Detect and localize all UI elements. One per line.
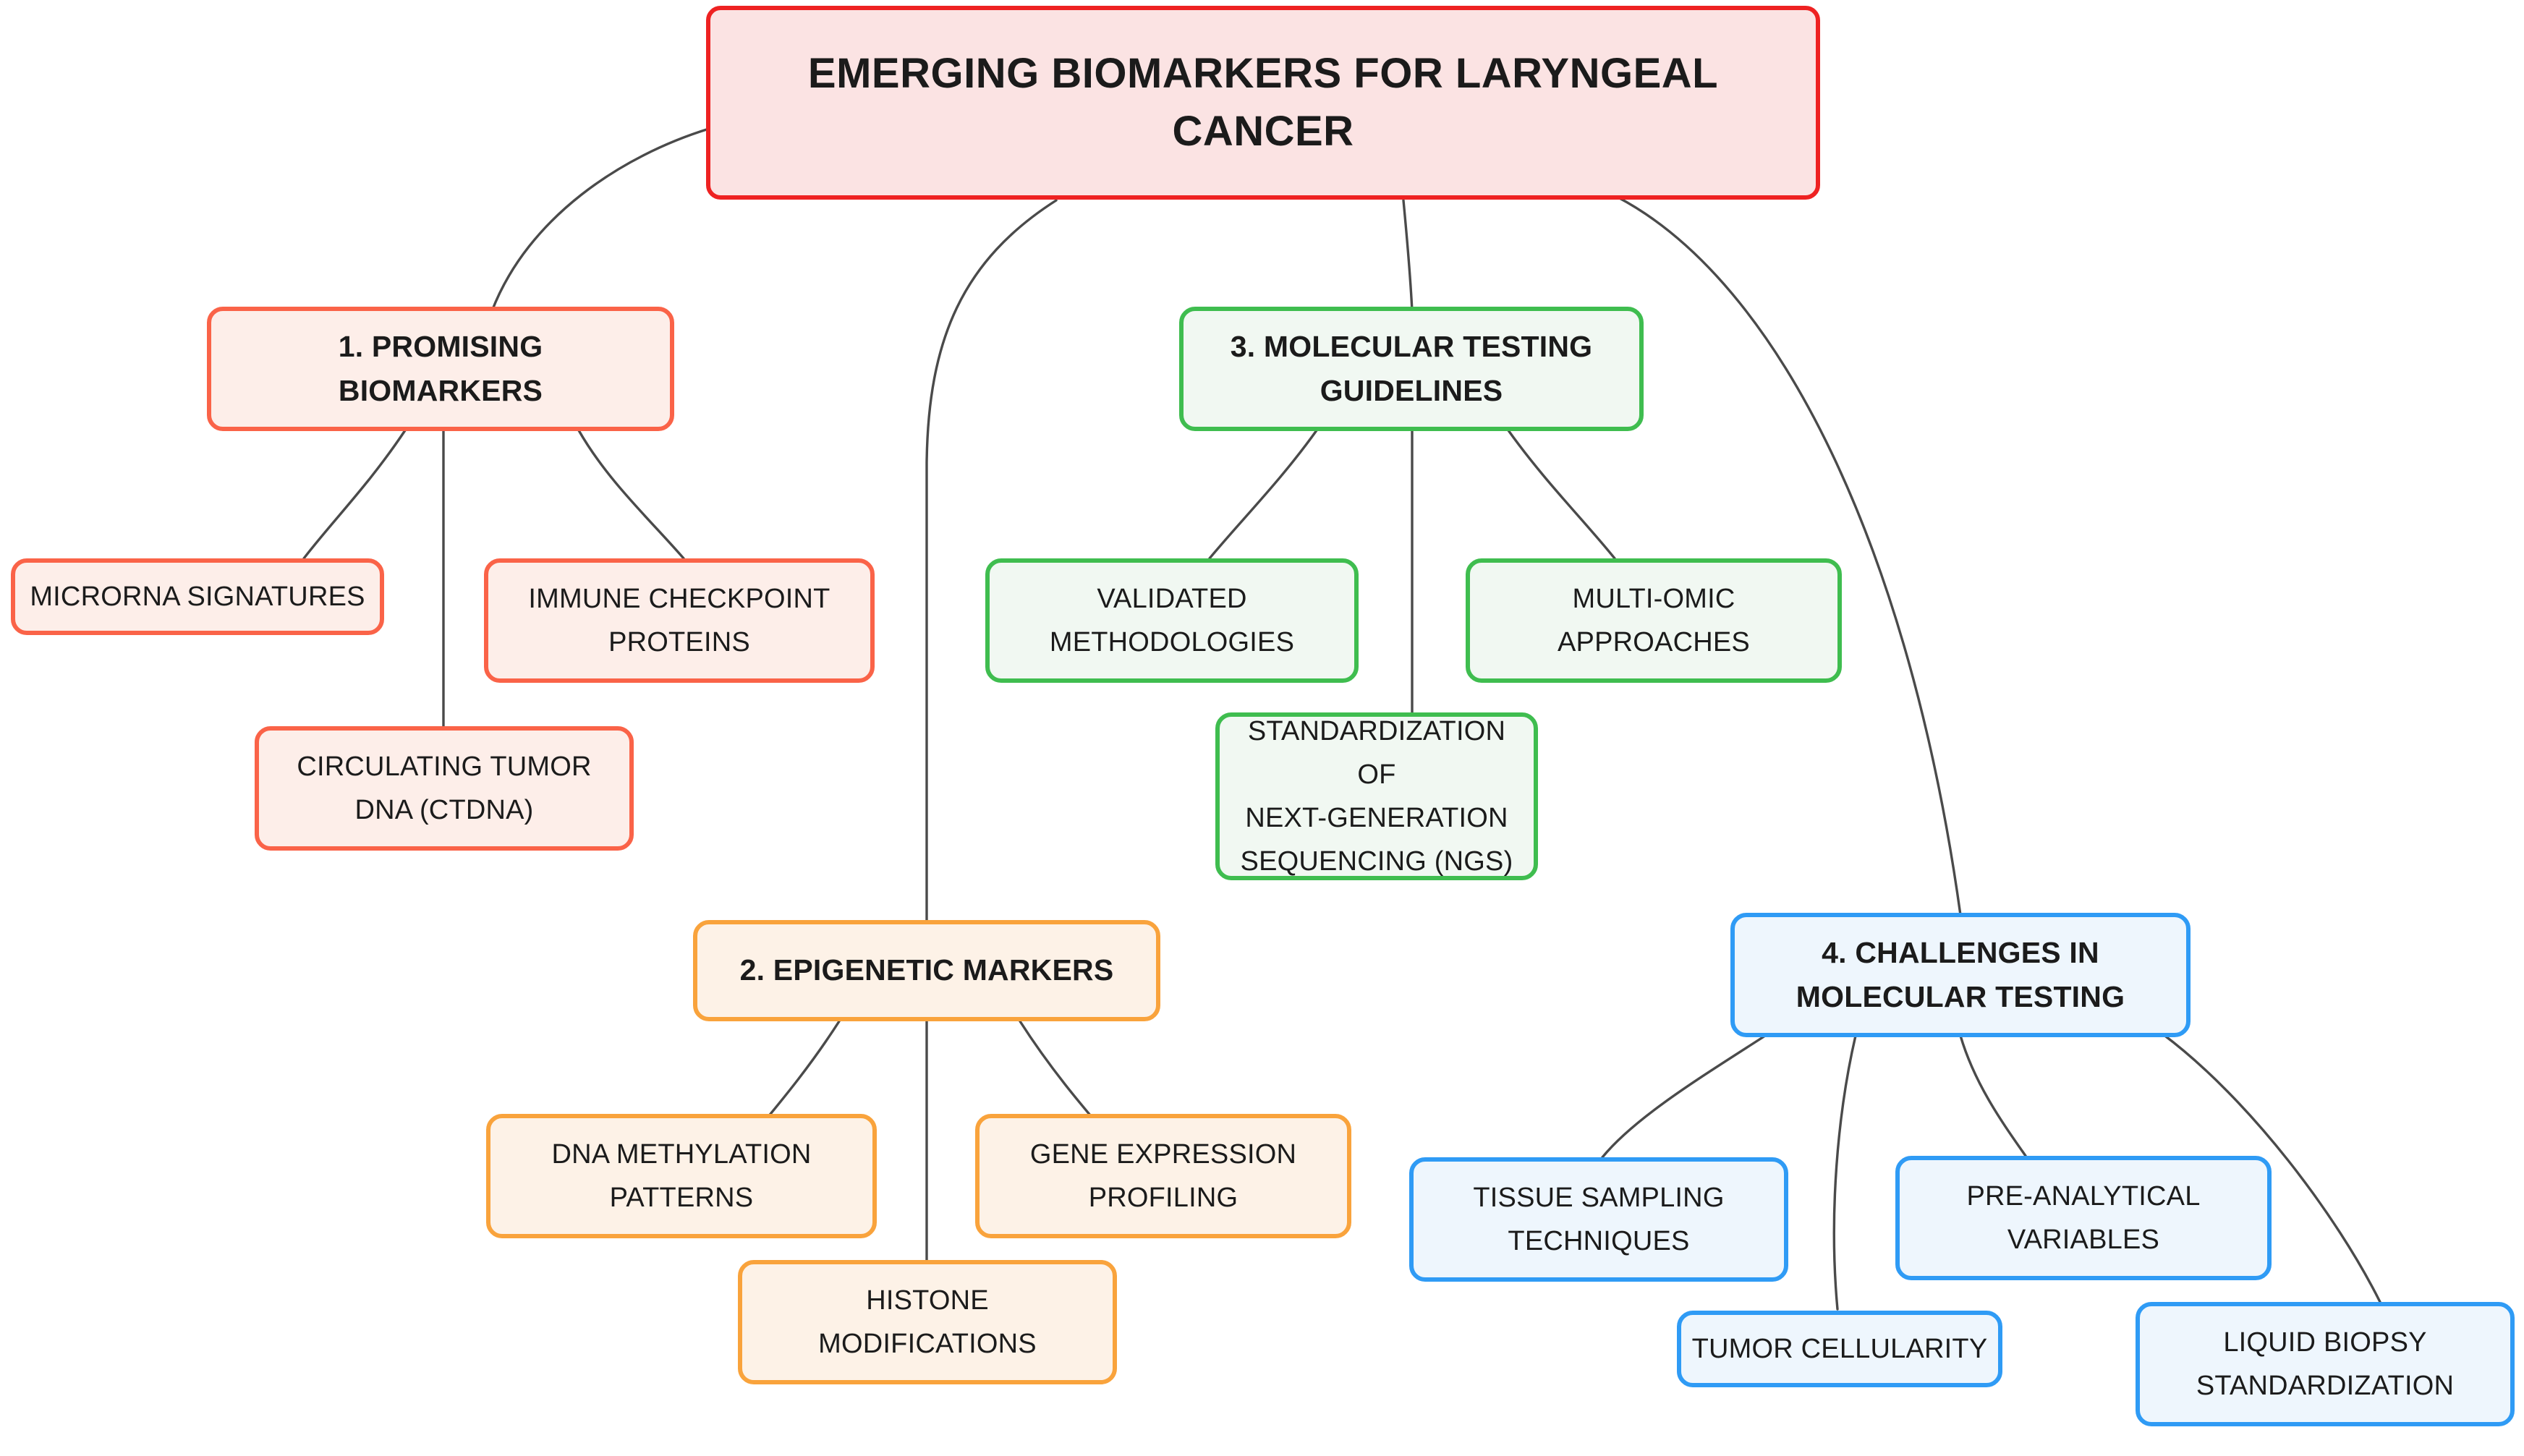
leaf-node-microrna-signatures-label: MICRORNA SIGNATURES	[30, 581, 365, 612]
leaf-node-dna-methylation-patterns[interactable]: DNA METHYLATION PATTERNS	[486, 1114, 877, 1238]
leaf-node-histone-modifications[interactable]: HISTONE MODIFICATIONS	[738, 1260, 1117, 1384]
leaf-node-liquid-biopsy-standardization-label: LIQUID BIOPSY STANDARDIZATION	[2196, 1327, 2455, 1401]
leaf-node-tumor-cellularity[interactable]: TUMOR CELLULARITY	[1677, 1311, 2002, 1387]
edge-branch3-to-multiomic	[1507, 429, 1616, 560]
branch-node-epigenetic-markers-label: 2. EPIGENETIC MARKERS	[739, 953, 1114, 987]
edge-root-to-branch1	[490, 127, 710, 312]
leaf-node-histone-modifications-label: HISTONE MODIFICATIONS	[818, 1285, 1037, 1359]
edge-root-to-branch4	[1615, 195, 1962, 916]
leaf-node-circulating-tumor-dna-label: CIRCULATING TUMOR DNA (CTDNA)	[297, 751, 592, 825]
leaf-node-standardization-ngs[interactable]: STANDARDIZATION OF NEXT-GENERATION SEQUE…	[1215, 712, 1538, 880]
edge-branch4-to-tumor-cellularity	[1832, 1034, 1857, 1311]
edge-branch4-to-tissue-sampling	[1601, 1034, 1767, 1159]
leaf-node-circulating-tumor-dna[interactable]: CIRCULATING TUMOR DNA (CTDNA)	[255, 726, 634, 851]
root-node[interactable]: EMERGING BIOMARKERS FOR LARYNGEAL CANCER	[706, 6, 1820, 200]
leaf-node-validated-methodologies[interactable]: VALIDATED METHODOLOGIES	[985, 558, 1359, 683]
leaf-node-multi-omic-approaches-label: MULTI-OMIC APPROACHES	[1558, 583, 1750, 657]
edge-branch4-to-pre-analytical	[1959, 1034, 2027, 1157]
leaf-node-immune-checkpoint-proteins[interactable]: IMMUNE CHECKPOINT PROTEINS	[484, 558, 875, 683]
leaf-node-gene-expression-profiling[interactable]: GENE EXPRESSION PROFILING	[975, 1114, 1351, 1238]
leaf-node-multi-omic-approaches[interactable]: MULTI-OMIC APPROACHES	[1466, 558, 1842, 683]
branch-node-promising-biomarkers-label: 1. PROMISING BIOMARKERS	[338, 329, 543, 408]
branch-node-molecular-testing-guidelines-label: 3. MOLECULAR TESTING GUIDELINES	[1230, 329, 1593, 408]
leaf-node-microrna-signatures[interactable]: MICRORNA SIGNATURES	[11, 558, 384, 635]
edge-branch3-to-validated	[1208, 429, 1318, 560]
leaf-node-pre-analytical-variables[interactable]: PRE-ANALYTICAL VARIABLES	[1895, 1156, 2272, 1280]
leaf-node-pre-analytical-variables-label: PRE-ANALYTICAL VARIABLES	[1966, 1180, 2201, 1255]
leaf-node-liquid-biopsy-standardization[interactable]: LIQUID BIOPSY STANDARDIZATION	[2136, 1302, 2515, 1426]
leaf-node-standardization-ngs-label: STANDARDIZATION OF NEXT-GENERATION SEQUE…	[1240, 715, 1513, 877]
edge-branch1-to-microrna	[302, 429, 407, 560]
branch-node-epigenetic-markers[interactable]: 2. EPIGENETIC MARKERS	[693, 920, 1160, 1021]
leaf-node-tissue-sampling-techniques[interactable]: TISSUE SAMPLING TECHNIQUES	[1409, 1157, 1788, 1282]
root-node-label: EMERGING BIOMARKERS FOR LARYNGEAL CANCER	[807, 49, 1719, 155]
leaf-node-immune-checkpoint-proteins-label: IMMUNE CHECKPOINT PROTEINS	[528, 583, 830, 657]
branch-node-challenges-molecular-testing[interactable]: 4. CHALLENGES IN MOLECULAR TESTING	[1730, 913, 2191, 1037]
edge-branch1-to-immune-checkpoint	[577, 429, 685, 560]
leaf-node-gene-expression-profiling-label: GENE EXPRESSION PROFILING	[1029, 1138, 1297, 1213]
edge-root-to-branch3	[1402, 199, 1414, 312]
leaf-node-tumor-cellularity-label: TUMOR CELLULARITY	[1691, 1333, 1988, 1364]
branch-node-molecular-testing-guidelines[interactable]: 3. MOLECULAR TESTING GUIDELINES	[1179, 307, 1644, 431]
leaf-node-dna-methylation-patterns-label: DNA METHYLATION PATTERNS	[551, 1138, 812, 1213]
branch-node-promising-biomarkers[interactable]: 1. PROMISING BIOMARKERS	[207, 307, 674, 431]
leaf-node-validated-methodologies-label: VALIDATED METHODOLOGIES	[1049, 583, 1295, 657]
branch-node-challenges-molecular-testing-label: 4. CHALLENGES IN MOLECULAR TESTING	[1796, 935, 2125, 1014]
leaf-node-tissue-sampling-techniques-label: TISSUE SAMPLING TECHNIQUES	[1473, 1182, 1725, 1256]
